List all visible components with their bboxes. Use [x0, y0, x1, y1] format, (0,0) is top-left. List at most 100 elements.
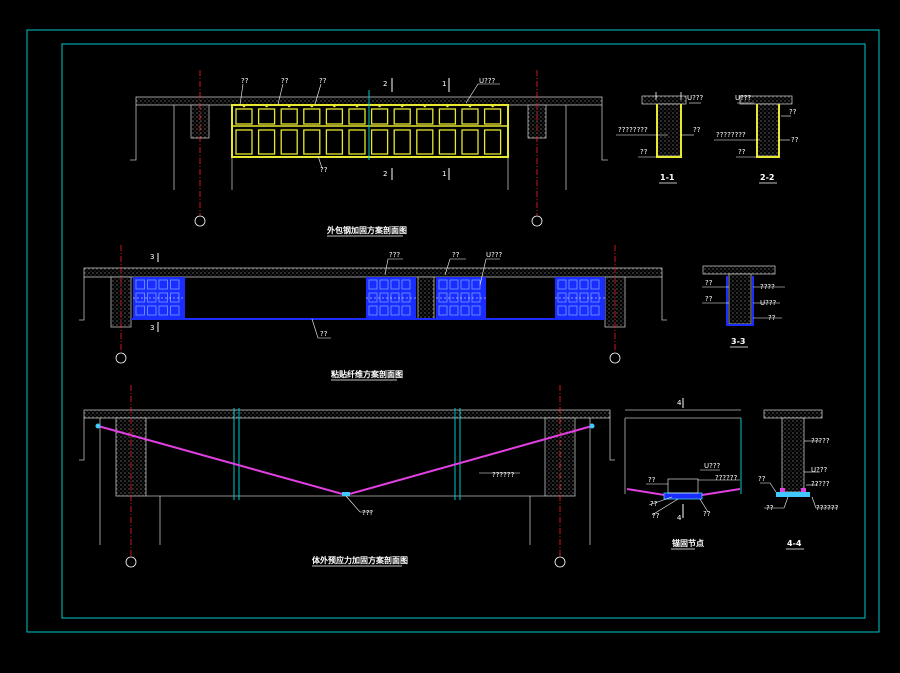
leader-line: [465, 83, 500, 104]
fiber-strip: [147, 305, 157, 316]
fiber-strip: [158, 292, 168, 303]
fiber-strip: [460, 279, 470, 290]
wall-left: [130, 105, 137, 161]
leader-line: [764, 496, 789, 509]
leader-line: [314, 83, 322, 105]
fiber-strip: [135, 292, 145, 303]
label: ??: [241, 77, 249, 85]
anchor-point: [589, 423, 595, 429]
steel-panel: [393, 129, 411, 155]
section-3-3: ?? ???? ?? U??? ?? 3-3: [702, 265, 785, 348]
fiber-strip: [460, 305, 470, 316]
mid-beam: [417, 276, 435, 320]
steel-panel: [461, 129, 479, 155]
label: ?????: [811, 480, 830, 488]
cut-mark-4: 4: [677, 514, 682, 522]
label: U???: [811, 466, 828, 474]
wall-left: [79, 418, 85, 461]
bolt: [446, 104, 449, 108]
anchorage-node-detail: 4 4 ?? U??? ?????? ?? ?? ?? 锚固节点: [624, 398, 742, 550]
label: U???: [704, 462, 721, 470]
anchor-point: [95, 423, 101, 429]
bolt: [242, 104, 246, 108]
fiber-strip: [590, 279, 600, 290]
fiber-blocks: [133, 277, 605, 319]
beam: [728, 273, 752, 325]
sec33-title: 3-3: [731, 337, 745, 346]
steel-panel: [257, 108, 276, 125]
cut-mark-2: 2: [383, 80, 387, 88]
label: U???: [479, 77, 496, 85]
view2-title: 粘贴纤维方案剖面图: [330, 369, 403, 379]
axis-bubble: [531, 215, 543, 227]
leader-line: [479, 258, 500, 286]
sec44-title: 4-4: [787, 539, 802, 548]
label: U???: [735, 94, 752, 102]
fiber-strip: [368, 292, 378, 303]
leader-line: [648, 496, 673, 506]
fiber-strip: [147, 279, 157, 290]
leader-line: [277, 83, 284, 105]
fiber-strip: [368, 279, 378, 290]
fiber-strip: [449, 305, 459, 316]
view1-title: 外包钢加固方案剖面图: [327, 225, 407, 235]
cut-mark-3: 3: [150, 324, 154, 332]
node-title: 锚固节点: [672, 538, 704, 548]
fiber-strip: [170, 305, 180, 316]
leader-line: [239, 83, 244, 106]
slab: [83, 409, 611, 419]
section-1-1: U??? ???????? ?? ?? 1-1: [616, 92, 704, 184]
steel-panel: [416, 108, 434, 125]
bolt: [265, 104, 268, 108]
cable-dot: [801, 488, 806, 492]
fiber-strip: [401, 305, 411, 316]
bolt: [310, 104, 314, 108]
fiber-strip: [460, 292, 470, 303]
slab: [702, 265, 776, 275]
leader-line: [317, 155, 323, 169]
sec22-title: 2-2: [760, 173, 774, 182]
steel-jacket-outline: [231, 104, 509, 158]
fiber-strip: [557, 305, 567, 316]
fiber-strip: [449, 292, 459, 303]
label: ??: [650, 500, 658, 508]
steel-panel: [235, 129, 253, 155]
section-4-4: ????? U??? ????? ?? ?? ?????? 4-4: [758, 409, 839, 550]
bolt: [491, 104, 494, 108]
steel-jacket-grid: [231, 104, 509, 158]
slab: [83, 267, 663, 278]
label: ????: [760, 283, 775, 291]
fiber-strip: [579, 292, 589, 303]
fiber-strip: [557, 279, 567, 290]
label: ??: [705, 279, 713, 287]
steel-panel: [438, 129, 457, 155]
view2-fiber-section: 3 3 ??? ?? U??? ?? 粘贴纤维方案剖面图: [79, 245, 667, 381]
cut-mark-2: 2: [383, 170, 387, 178]
fiber-strip: [379, 305, 389, 316]
label: ??: [320, 166, 328, 174]
steel-panel: [303, 129, 321, 155]
label: ???: [389, 251, 400, 259]
slab: [641, 95, 687, 105]
sec11-title: 1-1: [660, 173, 675, 182]
steel-panel: [483, 108, 502, 125]
steel-panel: [325, 108, 344, 125]
fiber-strip: [557, 292, 567, 303]
bolt: [468, 104, 472, 108]
fiber-strip: [170, 292, 180, 303]
fiber-strip: [401, 292, 411, 303]
label: ??: [758, 475, 766, 483]
label: ??: [738, 148, 746, 156]
steel-panel: [393, 108, 411, 125]
label: ??: [652, 512, 660, 520]
steel-panel: [303, 108, 321, 125]
label: ????????: [618, 126, 648, 134]
fiber-block: [555, 277, 605, 319]
steel-panel: [257, 129, 276, 155]
section-2-2: U??? ?? ???????? ?? ?? 2-2: [714, 94, 799, 184]
view1-steel-jacket-section: 2 1 2 1 ?? ?? ?? U??? ?? 外包钢加固方案剖面图: [130, 70, 608, 237]
axis-bubble: [125, 556, 137, 568]
leader-line: [384, 258, 403, 276]
steel-panel: [280, 129, 298, 155]
fiber-block: [366, 277, 416, 319]
